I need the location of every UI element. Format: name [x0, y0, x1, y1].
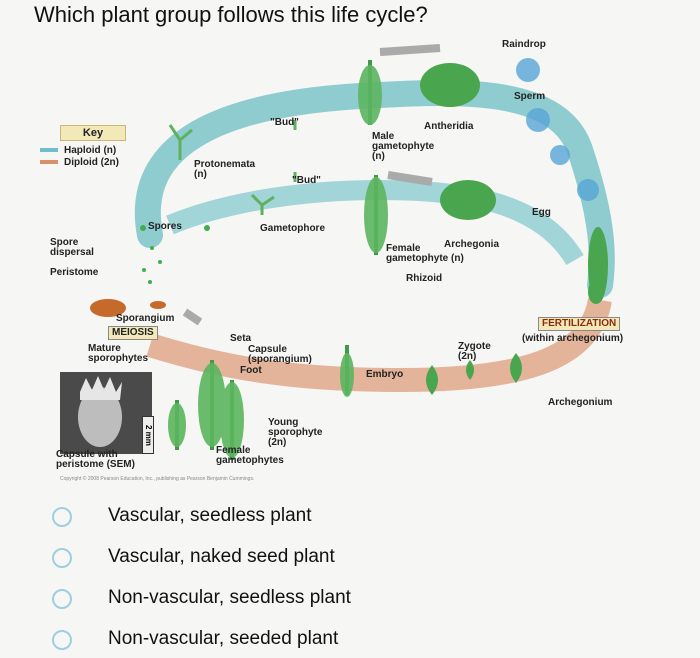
life-cycle-arrows: [40, 44, 615, 460]
capsule-sem-label: Capsule with peristome (SEM): [56, 449, 135, 470]
radio-button[interactable]: [52, 548, 72, 568]
sporangium-label: Sporangium: [116, 313, 175, 324]
option-label: Non-vascular, seeded plant: [108, 628, 339, 649]
young-sporophyte-label: Young sporophyte (2n): [268, 417, 323, 448]
female-gametophyte-label: Female gametophyte (n): [386, 243, 464, 264]
seta-label: Seta: [230, 333, 252, 344]
foot-label: Foot: [240, 365, 262, 376]
antheridia-label: Antheridia: [424, 121, 474, 132]
key-title: Key: [60, 125, 126, 141]
archegonia-label: Archegonia: [444, 239, 500, 250]
rhizoid-label: Rhizoid: [406, 273, 443, 284]
capsule-label: Capsule (sporangium): [248, 344, 312, 365]
meiosis-tag: MEIOSIS: [108, 326, 158, 340]
option-3[interactable]: Non-vascular, seedless plant: [40, 584, 640, 614]
option-label: Vascular, naked seed plant: [108, 546, 335, 567]
zygote-label: Zygote (2n): [458, 341, 491, 362]
male-gametophyte-label: Male gametophyte (n): [372, 131, 435, 162]
spore-dispersal-label: Spore dispersal: [50, 237, 94, 258]
peristome-label: Peristome: [50, 267, 99, 278]
gametophore-label: Gametophore: [260, 223, 326, 234]
mature-sporophytes-label: Mature sporophytes: [88, 343, 149, 364]
scale-bar: 2 mm: [142, 416, 154, 454]
bud-mid-label: "Bud": [292, 175, 321, 186]
within-archegonium-label: (within archegonium): [522, 333, 624, 344]
radio-button[interactable]: [52, 589, 72, 609]
embryo-label: Embryo: [366, 369, 404, 380]
option-label: Vascular, seedless plant: [108, 505, 312, 526]
key-diploid-label: Diploid (2n): [64, 157, 119, 168]
key-haploid-label: Haploid (n): [64, 145, 117, 156]
option-label: Non-vascular, seedless plant: [108, 587, 351, 608]
question-title: Which plant group follows this life cycl…: [34, 2, 428, 27]
sperm-label: Sperm: [514, 91, 546, 102]
option-1[interactable]: Vascular, seedless plant: [40, 502, 640, 532]
protonemata-label: Protonemata (n): [194, 159, 256, 180]
female-gametophytes-label: Female gametophytes: [216, 445, 284, 466]
radio-button[interactable]: [52, 630, 72, 650]
archegonium-label: Archegonium: [548, 397, 613, 408]
spores-label: Spores: [148, 221, 182, 232]
raindrop-label: Raindrop: [502, 39, 546, 50]
option-4[interactable]: Non-vascular, seeded plant: [40, 625, 640, 655]
copyright-text: Copyright © 2008 Pearson Education, Inc.…: [60, 476, 255, 482]
bud-top-label: "Bud": [270, 117, 299, 128]
capsule-sem-image: [60, 372, 152, 454]
moss-life-cycle-diagram: Key Haploid (n) Diploid (2n) Raindrop Sp…: [40, 39, 624, 482]
egg-label: Egg: [532, 207, 551, 218]
option-2[interactable]: Vascular, naked seed plant: [40, 543, 640, 573]
fertilization-tag: FERTILIZATION: [538, 317, 621, 331]
radio-button[interactable]: [52, 507, 72, 527]
